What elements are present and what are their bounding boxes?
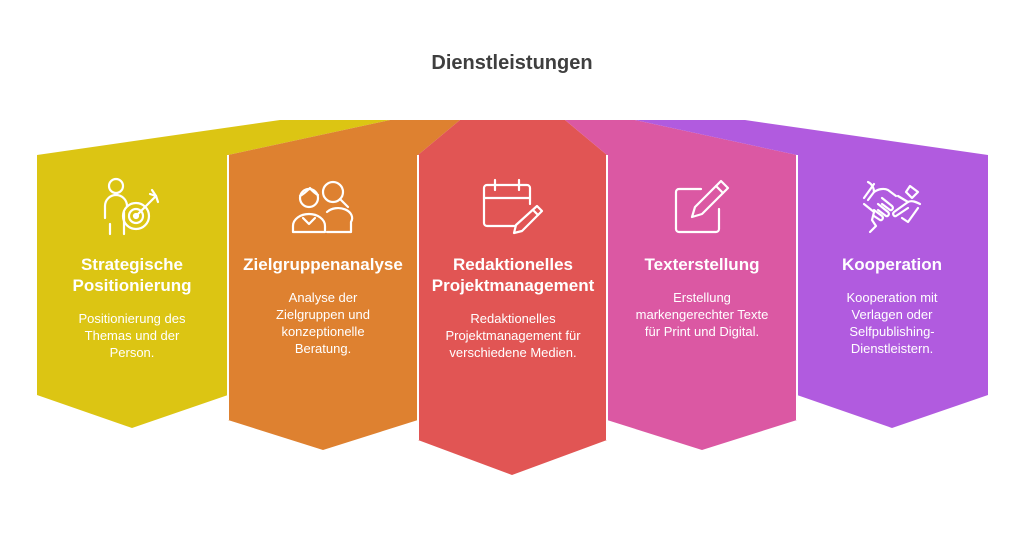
banner-yellow [37,155,228,428]
card-description: Analyse der Zielgruppen und konzeptionel… [276,290,370,356]
target-person-icon [37,172,227,242]
card-description: Redaktionelles Projektmanagement für ver… [445,311,581,360]
roof-yellow [37,120,390,155]
edit-icon [607,172,797,242]
calendar-pencil-icon [418,172,608,242]
card-heading: Zielgruppenanalyse [243,255,403,274]
diagram-title: Dienstleistungen [431,52,593,74]
card-heading: Strategische Positionierung [72,255,192,295]
card-heading: Redaktionelles Projektmanagement [431,255,595,295]
roof-purple [635,120,988,155]
roof-pink [565,120,797,155]
service-card-strategische-positionierung: Strategische Positionierung Positionieru… [37,172,227,361]
service-card-texterstellung: Texterstellung Erstellung markengerechte… [607,172,797,340]
service-card-kooperation: Kooperation Kooperation mit Verlagen ode… [797,172,987,357]
handshake-icon [797,172,987,242]
card-description: Erstellung markengerechter Texte für Pri… [635,290,769,339]
roof-red [418,120,607,155]
banner-orange [228,155,418,450]
banner-pink [607,155,797,450]
card-description: Positionierung des Themas und der Person… [78,311,186,360]
banner-red [418,155,607,475]
banner-purple [797,155,988,428]
roof-orange [228,120,460,155]
service-card-redaktionelles-projektmanagement: Redaktionelles Projektmanagement Redakti… [418,172,608,361]
people-search-icon [228,172,418,242]
card-heading: Texterstellung [644,255,760,274]
service-card-zielgruppenanalyse: Zielgruppenanalyse Analyse der Zielgrupp… [228,172,418,357]
card-heading: Kooperation [841,255,943,274]
card-description: Kooperation mit Verlagen oder Selfpublis… [846,290,938,356]
